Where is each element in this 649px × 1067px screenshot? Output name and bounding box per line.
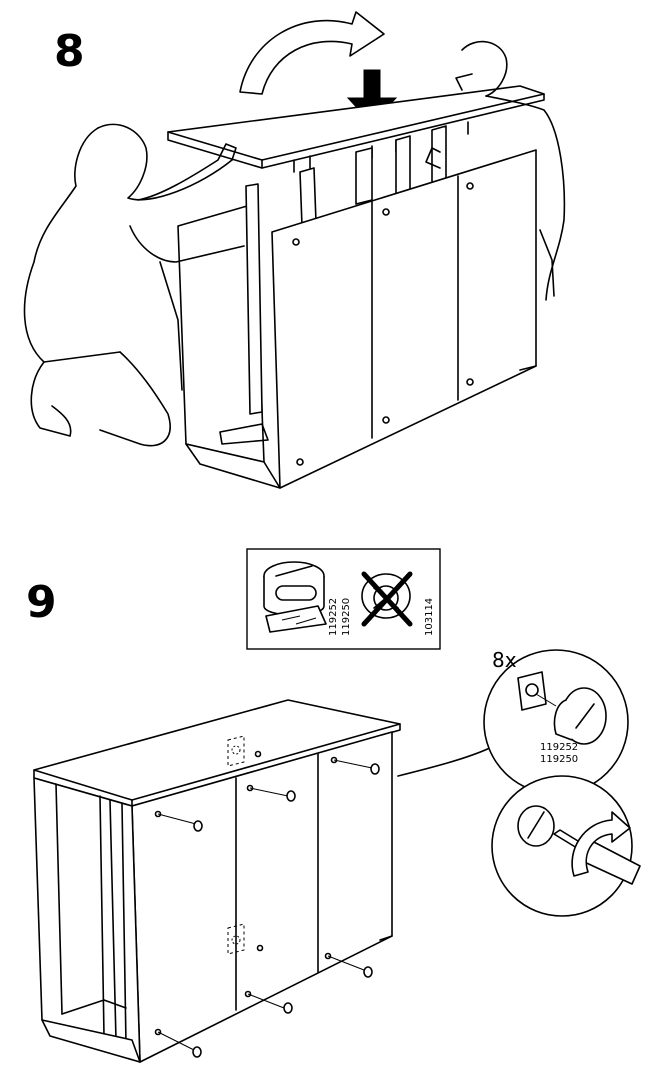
- rotate-arrow-icon: [239, 11, 385, 95]
- wrong-part-id: 103114: [424, 598, 435, 636]
- cabinet-body: [177, 125, 537, 489]
- step-9-number: 9: [26, 577, 57, 628]
- correct-cam-lock-icon: [263, 561, 327, 633]
- callout-part-id-2: 119250: [540, 754, 578, 765]
- step-9-cabinet: [33, 699, 495, 1063]
- part-comparison-box: 119252 119250 103114: [246, 548, 441, 650]
- top-panel: [167, 85, 545, 169]
- cam-lock-positions: [154, 750, 380, 1058]
- step-8-number: 8: [54, 26, 85, 77]
- person-left: [23, 123, 245, 447]
- quantity-label: 8x: [492, 648, 517, 672]
- screwdriver-callout: [491, 775, 641, 917]
- person-right: [425, 40, 566, 301]
- callout-part-id-1: 119252: [540, 742, 578, 753]
- turn-direction-arrow-icon: [571, 811, 631, 877]
- step-8-illustration: [23, 11, 566, 489]
- correct-part-id-2: 119250: [341, 598, 352, 636]
- cross-mark-icon: [361, 571, 413, 627]
- correct-part-id-1: 119252: [328, 598, 339, 636]
- cam-insertion-callout: 8x 119252 119250: [483, 648, 629, 795]
